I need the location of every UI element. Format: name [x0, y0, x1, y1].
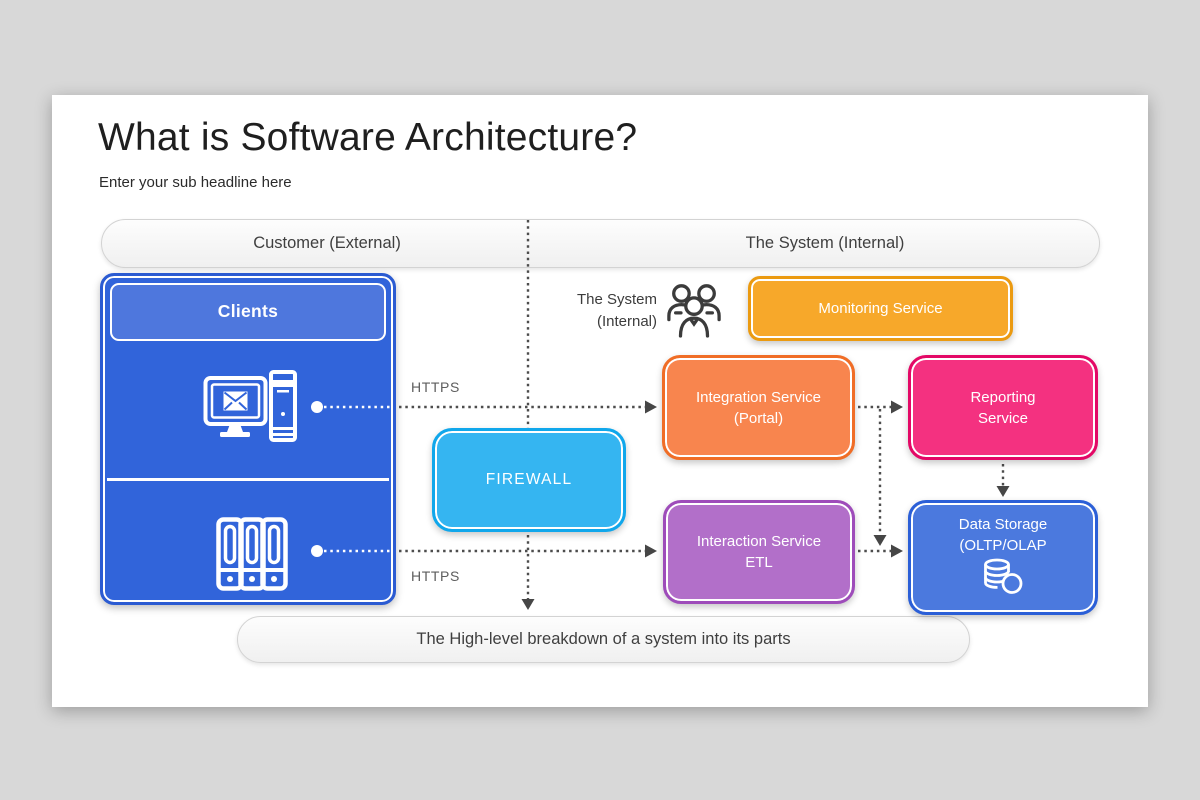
monitoring-service-label: Monitoring Service	[818, 300, 943, 317]
reporting-service-label-line2: Service	[977, 409, 1029, 427]
https-bottom-label: HTTPS	[411, 568, 460, 584]
integration-service-label-line1: Integration Service	[695, 388, 822, 406]
firewall-node[interactable]: FIREWALL	[432, 428, 626, 532]
integration-service-node[interactable]: Integration Service (Portal)	[662, 355, 855, 460]
https-top-label: HTTPS	[411, 379, 460, 395]
system-internal-annotation: The System (Internal)	[540, 289, 657, 333]
system-internal-annotation-line2: (Internal)	[596, 312, 657, 330]
slide-title: What is Software Architecture?	[98, 116, 638, 159]
interaction-service-label-line1: Interaction Service	[696, 533, 822, 550]
slide-subtitle: Enter your sub headline here	[99, 174, 292, 191]
data-storage-node[interactable]: Data Storage (OLTP/OLAP	[908, 500, 1098, 615]
lane-label-customer-external: Customer (External)	[253, 234, 401, 252]
footer-caption-text: The High-level breakdown of a system int…	[416, 630, 791, 648]
desktop-computer-icon	[203, 370, 297, 442]
monitoring-service-node[interactable]: Monitoring Service	[748, 276, 1013, 341]
database-icon	[984, 558, 1023, 594]
data-storage-label-line2: (OLTP/OLAP	[959, 537, 1047, 554]
lane-label-system-internal: The System (Internal)	[745, 234, 905, 252]
clients-panel-header: Clients	[110, 283, 386, 341]
footer-caption-pill[interactable]: The High-level breakdown of a system int…	[237, 616, 970, 663]
people-group-icon	[667, 284, 721, 338]
lane-bar[interactable]: Customer (External) The System (Internal…	[101, 219, 1100, 268]
interaction-service-node[interactable]: Interaction Service ETL	[663, 500, 855, 604]
system-internal-annotation-line1: The System	[576, 291, 657, 308]
reporting-service-node[interactable]: Reporting Service	[908, 355, 1098, 460]
data-storage-label-line1: Data Storage	[958, 516, 1048, 533]
firewall-label: FIREWALL	[485, 471, 573, 489]
integration-service-label-line2: (Portal)	[733, 409, 784, 427]
reporting-service-label-line1: Reporting	[970, 388, 1036, 406]
server-binders-icon	[216, 517, 288, 591]
clients-panel[interactable]: Clients	[100, 273, 396, 605]
interaction-service-label-line2: ETL	[745, 554, 773, 571]
clients-panel-divider	[107, 478, 389, 481]
